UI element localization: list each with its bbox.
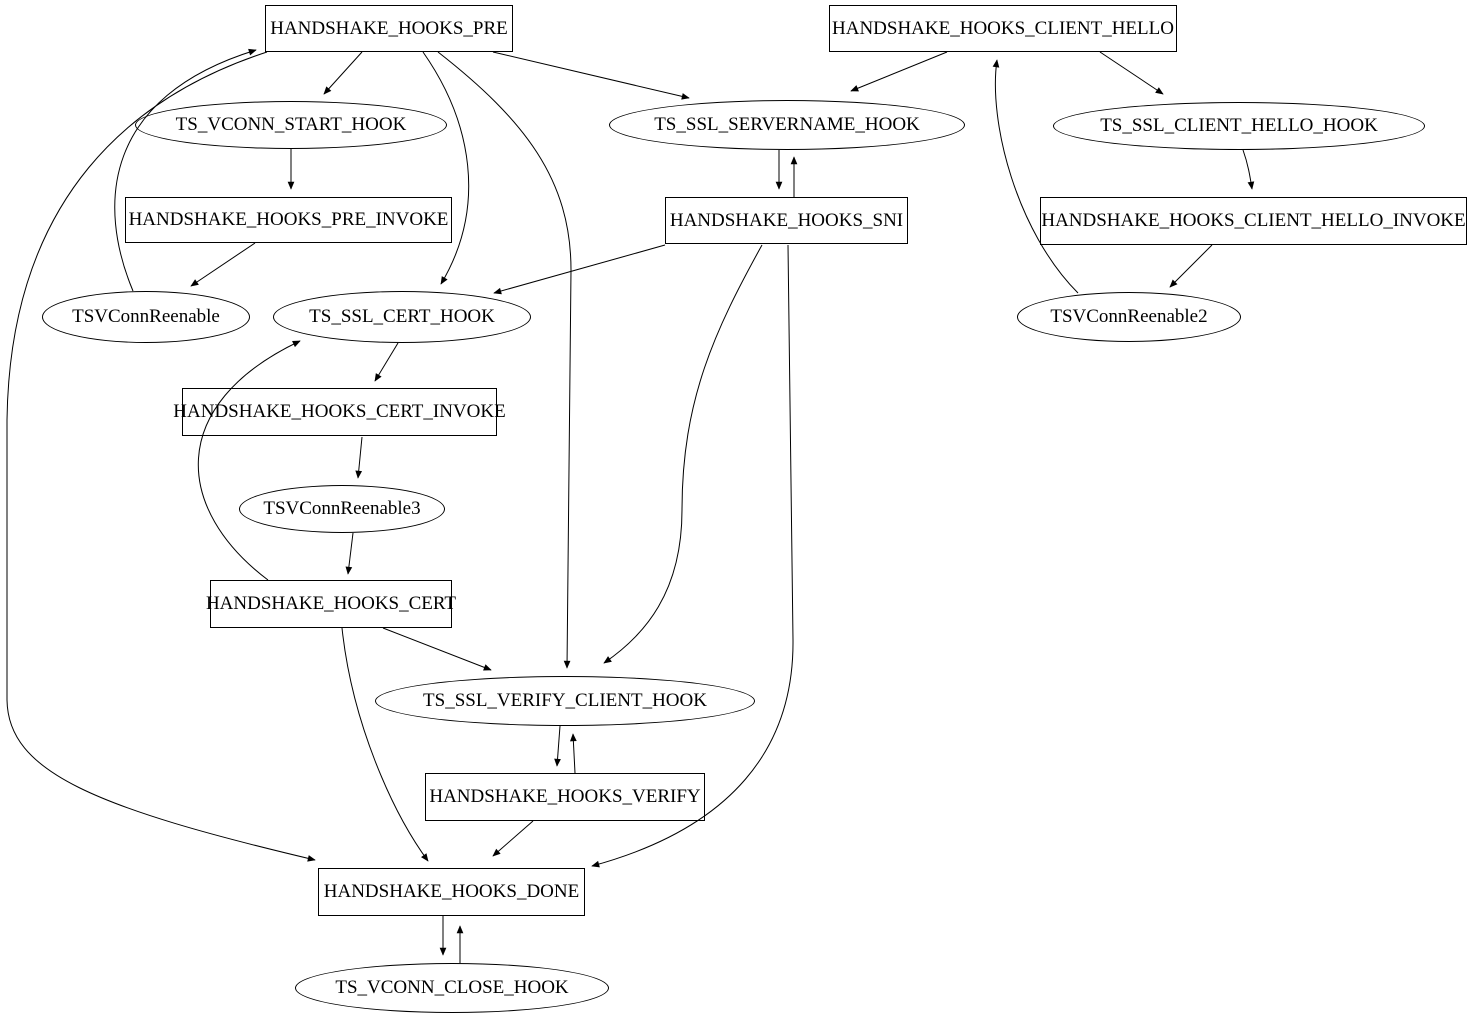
node-reenable2: TSVConnReenable2 <box>1017 292 1241 342</box>
edge-reenable-to-pre <box>114 48 257 292</box>
node-pre_invoke: HANDSHAKE_HOOKS_PRE_INVOKE <box>125 197 452 243</box>
node-done: HANDSHAKE_HOOKS_DONE <box>318 868 585 916</box>
edge-client_hello-to-servername <box>850 51 948 92</box>
node-client_hello_invoke: HANDSHAKE_HOOKS_CLIENT_HELLO_INVOKE <box>1040 197 1467 245</box>
edge-pre-to-done <box>6 51 316 862</box>
edge-pre-to-verify_hook <box>437 51 572 669</box>
node-vconn_start: TS_VCONN_START_HOOK <box>135 101 447 149</box>
edge-cert-to-done <box>341 627 429 862</box>
node-reenable: TSVConnReenable <box>42 291 250 343</box>
edge-sni-to-cert_hook <box>493 244 666 295</box>
edge-verify-to-verify_hook <box>570 733 577 774</box>
edge-reenable3-to-cert <box>345 532 354 575</box>
edge-client_hello_invoke-to-reenable2 <box>1169 244 1213 288</box>
edge-sni-to-done <box>591 244 794 868</box>
edge-sni-to-verify_hook <box>603 244 763 664</box>
edge-pre-to-servername <box>492 51 690 100</box>
edge-client_hello_hook-to-client_hello_invoke <box>1242 149 1255 190</box>
edge-verify_hook-to-verify <box>554 725 561 767</box>
edge-pre-to-vconn_start <box>323 51 363 95</box>
edge-cert_hook-to-cert_invoke <box>374 342 399 382</box>
node-pre: HANDSHAKE_HOOKS_PRE <box>265 5 513 52</box>
edge-reenable2-to-client_hello <box>992 59 1079 294</box>
node-cert_invoke: HANDSHAKE_HOOKS_CERT_INVOKE <box>173 388 506 436</box>
edge-pre_invoke-to-reenable <box>190 242 256 287</box>
edge-cert-to-cert_hook <box>198 340 301 581</box>
node-verify: HANDSHAKE_HOOKS_VERIFY <box>425 773 705 821</box>
edge-pre-to-cert_hook <box>422 51 470 285</box>
edge-cert_invoke-to-reenable3 <box>355 436 363 479</box>
node-vconn_close: TS_VCONN_CLOSE_HOOK <box>295 963 609 1013</box>
edge-cert-to-verify_hook <box>382 627 492 671</box>
node-cert: HANDSHAKE_HOOKS_CERT <box>206 580 456 628</box>
node-verify_hook: TS_SSL_VERIFY_CLIENT_HOOK <box>375 676 755 726</box>
node-client_hello_hook: TS_SSL_CLIENT_HELLO_HOOK <box>1053 102 1425 150</box>
node-cert_hook: TS_SSL_CERT_HOOK <box>273 291 531 343</box>
edge-verify-to-done <box>492 820 534 857</box>
node-reenable3: TSVConnReenable3 <box>239 485 445 533</box>
node-servername: TS_SSL_SERVERNAME_HOOK <box>609 100 965 150</box>
node-sni: HANDSHAKE_HOOKS_SNI <box>665 197 908 244</box>
edge-client_hello-to-client_hello_hook <box>1099 51 1164 95</box>
node-client_hello: HANDSHAKE_HOOKS_CLIENT_HELLO <box>829 5 1177 52</box>
